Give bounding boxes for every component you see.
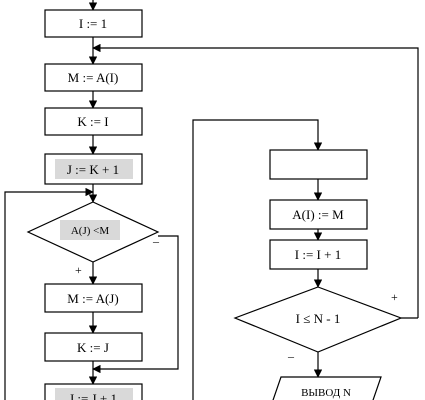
decision-aj-yes-sign: +	[75, 263, 82, 277]
block-output-label: ВЫВОД N	[301, 387, 351, 399]
block-inc-j-label: J := J + 1	[69, 391, 117, 400]
inner-loop-return	[4, 187, 94, 400]
decision-aj-lt-m-highlight	[60, 220, 120, 240]
decision-i-yes-sign: +	[391, 290, 398, 304]
bypass-no-branch	[92, 235, 179, 374]
block-set-j-highlight	[55, 159, 133, 179]
block-inc-i-label: I := I + 1	[295, 247, 341, 262]
decision-aj-lt-m-label: A(J) <M	[71, 225, 110, 237]
block-set-ai-label: A(I) := M	[292, 207, 344, 222]
block-set-m-label: M := A(I)	[68, 70, 119, 85]
decision-i-le-n-1-label: I ≤ N - 1	[296, 311, 341, 326]
block-set-k	[44, 107, 143, 136]
block-set-k2	[44, 332, 143, 362]
block-set-m2-label: M := A(J)	[67, 291, 118, 306]
decision-i-no-sign: –	[287, 349, 295, 363]
block-init-i-label: I := 1	[79, 16, 107, 31]
block-set-j-label: J := K + 1	[67, 162, 119, 177]
block-set-k2-label: K := J	[77, 340, 109, 355]
block-set-k-label: K := I	[77, 114, 108, 129]
decision-aj-no-sign: –	[152, 234, 160, 248]
inner-loop-exit	[192, 119, 323, 400]
loop-return-i-path	[92, 43, 419, 318]
block-set-ai	[269, 199, 368, 230]
block-inc-j-highlight	[55, 388, 133, 400]
block-output	[272, 376, 382, 400]
block-empty	[269, 149, 368, 180]
